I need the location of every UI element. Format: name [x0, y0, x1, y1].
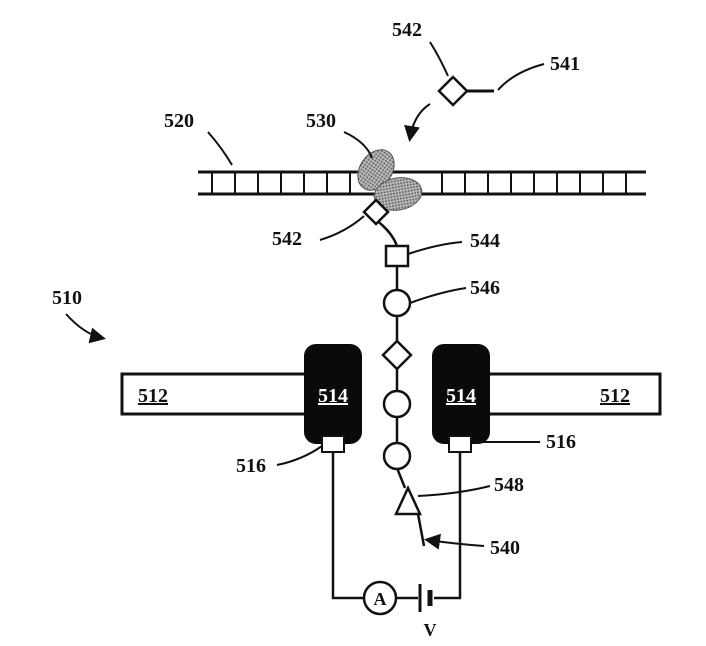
label-516-left: 516 — [236, 455, 266, 477]
free-tag — [437, 75, 494, 107]
linker-triangle — [394, 485, 422, 516]
membrane-right — [482, 372, 662, 416]
label-510: 510 — [52, 287, 82, 309]
linker-circle-2 — [382, 389, 412, 419]
label-540: 540 — [490, 537, 520, 559]
dna-rungs — [211, 172, 627, 194]
linker-chain — [375, 219, 426, 547]
leader-lines — [65, 41, 545, 550]
label-542-free: 542 — [392, 19, 422, 41]
electrode-right — [432, 344, 490, 444]
ammeter: A — [362, 580, 398, 616]
label-512-left: 512 — [138, 385, 168, 407]
voltage-label: V — [424, 620, 437, 640]
label-544: 544 — [470, 230, 500, 252]
circuit-wires — [331, 452, 462, 600]
linker-circle-1 — [382, 288, 412, 318]
battery-icon — [418, 584, 433, 612]
linker-square — [384, 244, 410, 268]
label-541: 541 — [550, 53, 580, 75]
label-546: 546 — [470, 277, 500, 299]
contact-right — [448, 435, 472, 453]
label-530: 530 — [306, 110, 336, 132]
contact-left — [321, 435, 345, 453]
label-542-bound: 542 — [272, 228, 302, 250]
enzyme — [357, 149, 423, 211]
linker-circle-3 — [382, 441, 412, 471]
label-514-left: 514 — [318, 385, 348, 407]
linker-diamond — [381, 339, 413, 371]
label-516-right: 516 — [546, 431, 576, 453]
bound-tag — [362, 198, 390, 226]
electrode-left — [304, 344, 362, 444]
svg-text:A: A — [374, 589, 387, 609]
label-548: 548 — [494, 474, 524, 496]
label-514-right: 514 — [446, 385, 476, 407]
label-512-right: 512 — [600, 385, 630, 407]
label-520: 520 — [164, 110, 194, 132]
dna-strand — [198, 170, 646, 196]
